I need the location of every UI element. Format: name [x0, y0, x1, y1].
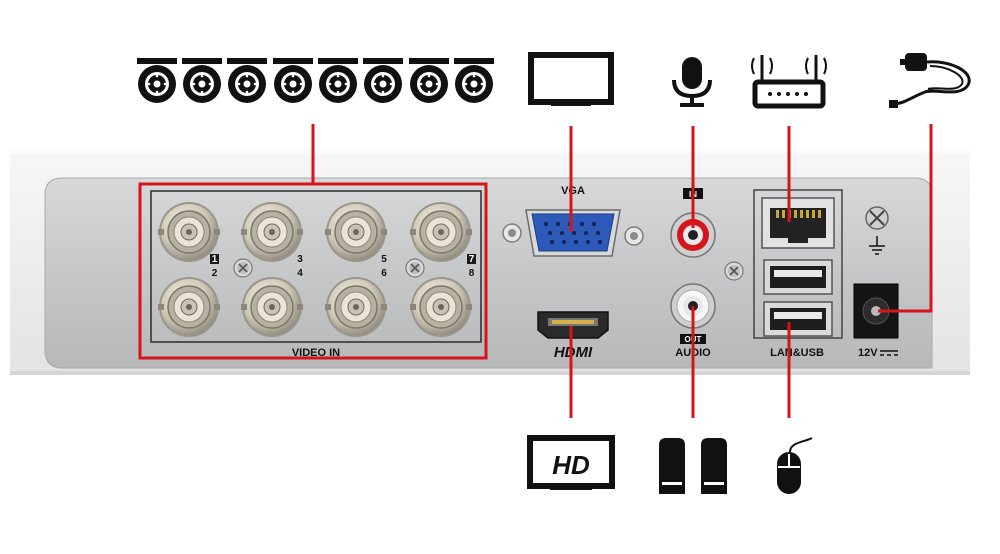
ethernet-port[interactable] — [761, 197, 835, 249]
usb-port-1[interactable] — [763, 259, 833, 295]
camera-icon — [409, 58, 449, 103]
line-adapter-to-power — [878, 124, 933, 313]
channel-number: 2 — [212, 268, 218, 279]
channel-number: 7 — [469, 254, 475, 265]
connector-lines — [311, 124, 933, 418]
video-in-section: 1 2 3 4 5 6 7 8 VIDEO IN — [150, 190, 482, 359]
camera-icon — [454, 58, 494, 103]
speakers-icon — [659, 438, 727, 494]
lan-usb-label: LAN&USB — [770, 347, 824, 359]
hd-monitor-icon: HD — [527, 435, 615, 490]
camera-icon — [363, 58, 403, 103]
channel-number: 1 — [212, 254, 218, 265]
audio-in-port[interactable] — [670, 212, 716, 258]
ground-terminal — [865, 206, 889, 255]
vga-label: VGA — [561, 185, 585, 197]
camera-icon — [273, 58, 313, 103]
hdmi-section: HDMI — [537, 311, 609, 361]
vga-section: VGA — [502, 185, 644, 257]
channel-number: 5 — [381, 254, 387, 265]
channel-number: 6 — [381, 268, 387, 279]
camera-icon — [227, 58, 267, 103]
camera-icon — [137, 58, 177, 103]
usb-port-2[interactable] — [763, 301, 833, 337]
panel-screw — [405, 258, 425, 278]
panel-screw — [724, 261, 744, 281]
panel-screw — [233, 258, 253, 278]
camera-icon — [182, 58, 222, 103]
power-adapter-icon — [889, 53, 971, 108]
microphone-icon — [672, 57, 712, 107]
channel-number: 8 — [469, 268, 475, 279]
hd-text: HD — [552, 450, 590, 480]
channel-number: 4 — [297, 268, 303, 279]
power-label: 12V — [858, 347, 878, 359]
router-icon — [751, 55, 827, 109]
video-in-label: VIDEO IN — [292, 347, 340, 359]
camera-icons — [137, 58, 494, 103]
camera-icon — [318, 58, 358, 103]
monitor-icon — [528, 52, 614, 106]
channel-number: 3 — [297, 254, 303, 265]
dc-symbol — [880, 350, 898, 356]
lan-usb-section: LAN&USB — [753, 189, 843, 359]
mouse-icon — [777, 437, 813, 494]
hdmi-label: HDMI — [554, 344, 593, 361]
